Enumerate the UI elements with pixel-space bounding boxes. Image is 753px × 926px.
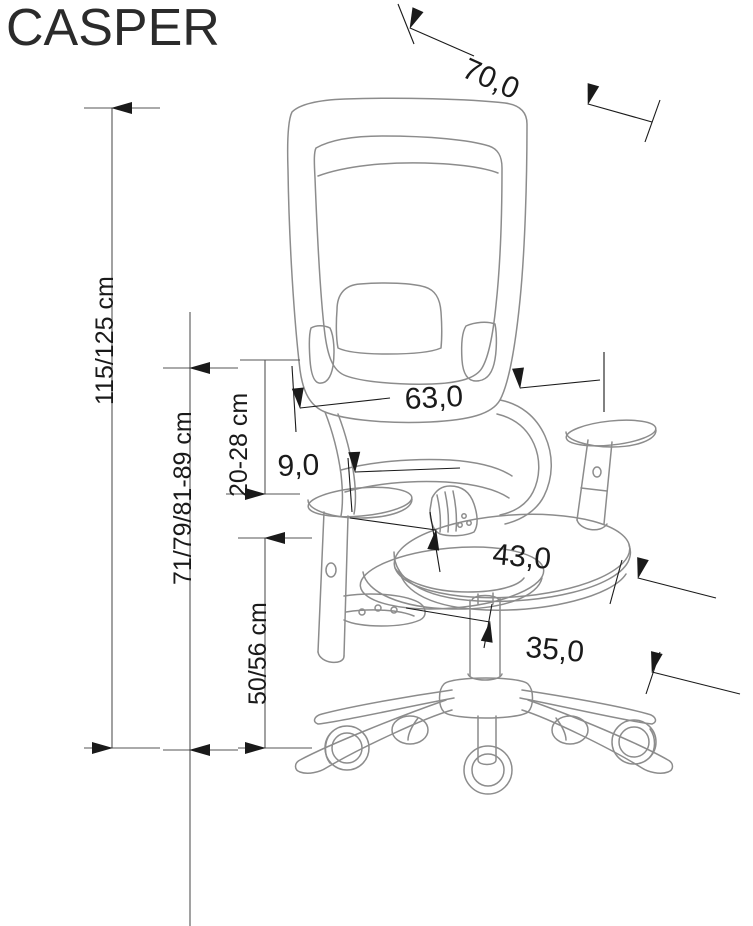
dim-63-line-left (291, 387, 391, 409)
gas-lift-top-collar (471, 594, 500, 601)
dimension-lines-group (84, 3, 741, 926)
armrest-left-post-inner (343, 515, 349, 657)
base-arm-left-front (294, 699, 453, 774)
dim-70-line-right (587, 83, 653, 123)
backrest-mesh-top-curve (317, 162, 499, 177)
castor-front-right (611, 719, 657, 765)
seat-cushion-side (393, 544, 632, 603)
dim-label-backrest-width: 63,0 (403, 379, 464, 416)
seat-pan-lip (362, 571, 543, 610)
dim-43-tick-right (609, 559, 623, 605)
backrest-outer-shell (286, 97, 528, 424)
dim-70-tick-left (397, 3, 415, 45)
castor-mid-left (391, 715, 429, 745)
gas-lift-bottom-collar (467, 673, 503, 681)
dim-43-line-right (637, 557, 717, 599)
gas-lift-shaft (477, 592, 494, 605)
back-frame-left-column (324, 411, 344, 517)
mechanism-dot-2 (466, 520, 472, 526)
armrest-left-bracket-2 (345, 609, 415, 617)
backrest-lumbar-cutout (335, 282, 443, 355)
mechanism-dot-1 (461, 513, 467, 519)
backrest-lower-rail (340, 458, 513, 477)
armrest-right-post-outer (576, 439, 589, 521)
dim-label-back-height: 71/79/81-89 cm (169, 411, 197, 585)
castor-mid-right (551, 715, 589, 745)
armrest-left-pad (307, 486, 413, 518)
base-arm-center-front (477, 715, 497, 766)
base-spoke-mid-left (407, 717, 419, 741)
back-tilt-mechanism-rib-3 (452, 490, 458, 532)
back-tilt-mechanism-rib-2 (444, 491, 450, 533)
gas-lift-cylinder (469, 597, 501, 677)
dim-label-seat-width: 43,0 (491, 538, 553, 576)
backrest-left-wing (308, 325, 335, 384)
dim-label-overall-height: 115/125 cm (91, 276, 119, 405)
dim-70-line-left (409, 7, 475, 57)
back-frame-right-column-inner (496, 413, 540, 516)
page-title: CASPER (6, 0, 220, 57)
dim-label-seat-height: 50/56 cm (244, 602, 272, 705)
back-frame-right-column (499, 399, 552, 525)
backrest-right-wing (460, 321, 498, 382)
armrest-right-adjust-hole (592, 466, 602, 478)
dim-label-armrest-pad: 9,0 (276, 448, 320, 483)
seat-pan-under (359, 546, 545, 610)
backrest-lower-rail-2 (344, 480, 510, 499)
dim-35-line-right (651, 651, 741, 695)
dim-9-line (348, 451, 461, 473)
armrest-left-post-bottom (317, 651, 345, 664)
back-tilt-mechanism-rib-1 (436, 494, 442, 533)
dim-35-line-left (405, 607, 493, 643)
backrest-inner-frame (313, 135, 503, 385)
dim-63-line-right (512, 367, 601, 389)
dim-43-tick-left (429, 511, 441, 573)
armrest-right-post-joint (580, 487, 608, 492)
base-arm-right-front (521, 699, 674, 774)
bracket-bolt-3 (390, 606, 398, 614)
castor-front-left (324, 725, 370, 771)
seat-front-edge (398, 569, 627, 611)
castor-center (463, 745, 513, 795)
armrest-left-pad-side (307, 498, 413, 519)
chair-outline-group (286, 97, 674, 795)
mechanism-dot-3 (457, 522, 463, 528)
dim-70-tick-right (644, 99, 661, 143)
armrest-right-post-inner (603, 441, 613, 525)
dim-label-base-diameter: 35,0 (524, 631, 586, 669)
dim-label-armrest-height: 20-28 cm (225, 392, 253, 497)
armrest-left-post-outer (317, 511, 325, 653)
base-spoke-mid-right (555, 717, 567, 741)
dim-43-line-left (349, 517, 440, 551)
base-arm-left-back (313, 689, 455, 725)
dim-63-tick-left (291, 365, 297, 433)
bracket-bolt-1 (358, 608, 366, 616)
armrest-right-mount (576, 519, 608, 531)
base-arm-right-back (519, 689, 657, 725)
bracket-bolt-2 (374, 604, 382, 612)
dim-9-tick (347, 457, 353, 513)
armrest-left-adjust-hole (325, 562, 337, 578)
seat-pan-inner-cut (394, 567, 525, 593)
back-frame-left-column-inner (337, 413, 357, 515)
